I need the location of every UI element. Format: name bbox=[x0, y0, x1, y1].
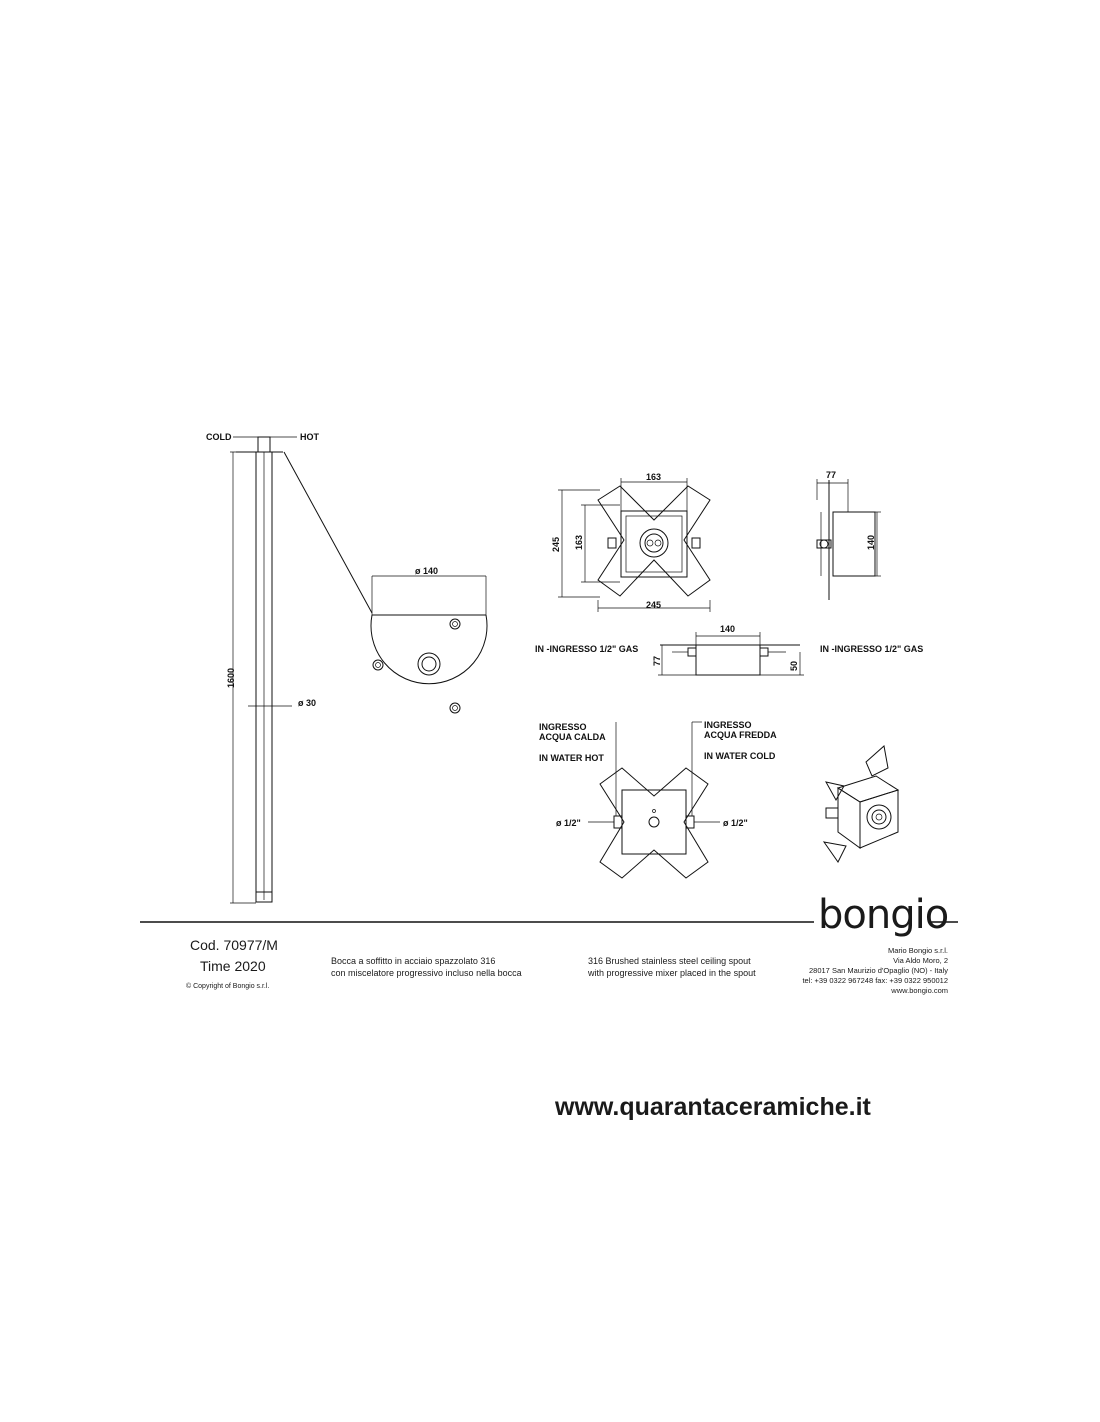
pole-diameter-dim: ø 30 bbox=[298, 698, 316, 708]
cold-label: COLD bbox=[206, 432, 232, 442]
desc-en-line2: with progressive mixer placed in the spo… bbox=[588, 968, 756, 978]
description-english: 316 Brushed stainless steel ceiling spou… bbox=[588, 955, 756, 979]
box-side-view bbox=[816, 479, 881, 600]
pole-elevation bbox=[230, 436, 373, 904]
hot-inlet-it-1: INGRESSO bbox=[539, 722, 587, 732]
box-top-view bbox=[558, 478, 711, 612]
box-bottom-view bbox=[588, 721, 720, 879]
dia-right-label: ø 1/2" bbox=[723, 818, 748, 828]
collection-name: Time 2020 bbox=[200, 958, 266, 974]
company-phone: tel: +39 0322 967248 fax: +39 0322 95001… bbox=[802, 976, 948, 985]
pole-height-dim: 1600 bbox=[226, 668, 236, 688]
side-height-dim: 140 bbox=[866, 535, 876, 550]
company-city: 28017 San Maurizio d'Opaglio (NO) - Ital… bbox=[809, 966, 948, 975]
cold-inlet-it-2: ACQUA FREDDA bbox=[704, 730, 777, 740]
top-inner-dim: 163 bbox=[646, 472, 661, 482]
dia-left-label: ø 1/2" bbox=[556, 818, 581, 828]
hot-inlet-en: IN WATER HOT bbox=[539, 753, 604, 763]
company-street: Via Aldo Moro, 2 bbox=[893, 956, 948, 965]
description-italian: Bocca a soffitto in acciaio spazzolato 3… bbox=[331, 955, 522, 979]
box-front-view bbox=[658, 632, 804, 676]
top-outer-height-dim: 245 bbox=[551, 537, 561, 552]
side-depth-dim: 77 bbox=[826, 470, 836, 480]
desc-it-line2: con miscelatore progressivo incluso nell… bbox=[331, 968, 522, 978]
inlet-right-label: IN -INGRESSO 1/2" GAS bbox=[820, 644, 923, 654]
cold-inlet-it-1: INGRESSO bbox=[704, 720, 752, 730]
company-name: Mario Bongio s.r.l. bbox=[887, 946, 948, 955]
watermark-website[interactable]: www.quarantaceramiche.it bbox=[555, 1093, 871, 1121]
top-outer-width-dim: 245 bbox=[646, 600, 661, 610]
desc-it-line1: Bocca a soffitto in acciaio spazzolato 3… bbox=[331, 956, 496, 966]
product-code: Cod. 70977/M bbox=[190, 937, 278, 953]
front-offset-dim: 50 bbox=[789, 661, 799, 671]
company-web[interactable]: www.bongio.com bbox=[891, 986, 948, 995]
top-inner-height-dim: 163 bbox=[574, 535, 584, 550]
front-depth-dim: 77 bbox=[652, 656, 662, 666]
copyright-text: © Copyright of Bongio s.r.l. bbox=[186, 983, 270, 990]
spout-diameter-dim: ø 140 bbox=[415, 566, 438, 576]
hot-label: HOT bbox=[300, 432, 320, 442]
spout-plate bbox=[370, 575, 488, 714]
box-3d-view bbox=[822, 745, 900, 863]
hot-inlet-it-2: ACQUA CALDA bbox=[539, 732, 606, 742]
front-width-dim: 140 bbox=[720, 624, 735, 634]
bongio-logo: bongio bbox=[818, 892, 949, 938]
desc-en-line1: 316 Brushed stainless steel ceiling spou… bbox=[588, 956, 751, 966]
cold-inlet-en: IN WATER COLD bbox=[704, 751, 776, 761]
inlet-left-label: IN -INGRESSO 1/2" GAS bbox=[535, 644, 638, 654]
company-address: Mario Bongio s.r.l. Via Aldo Moro, 2 280… bbox=[740, 946, 948, 996]
